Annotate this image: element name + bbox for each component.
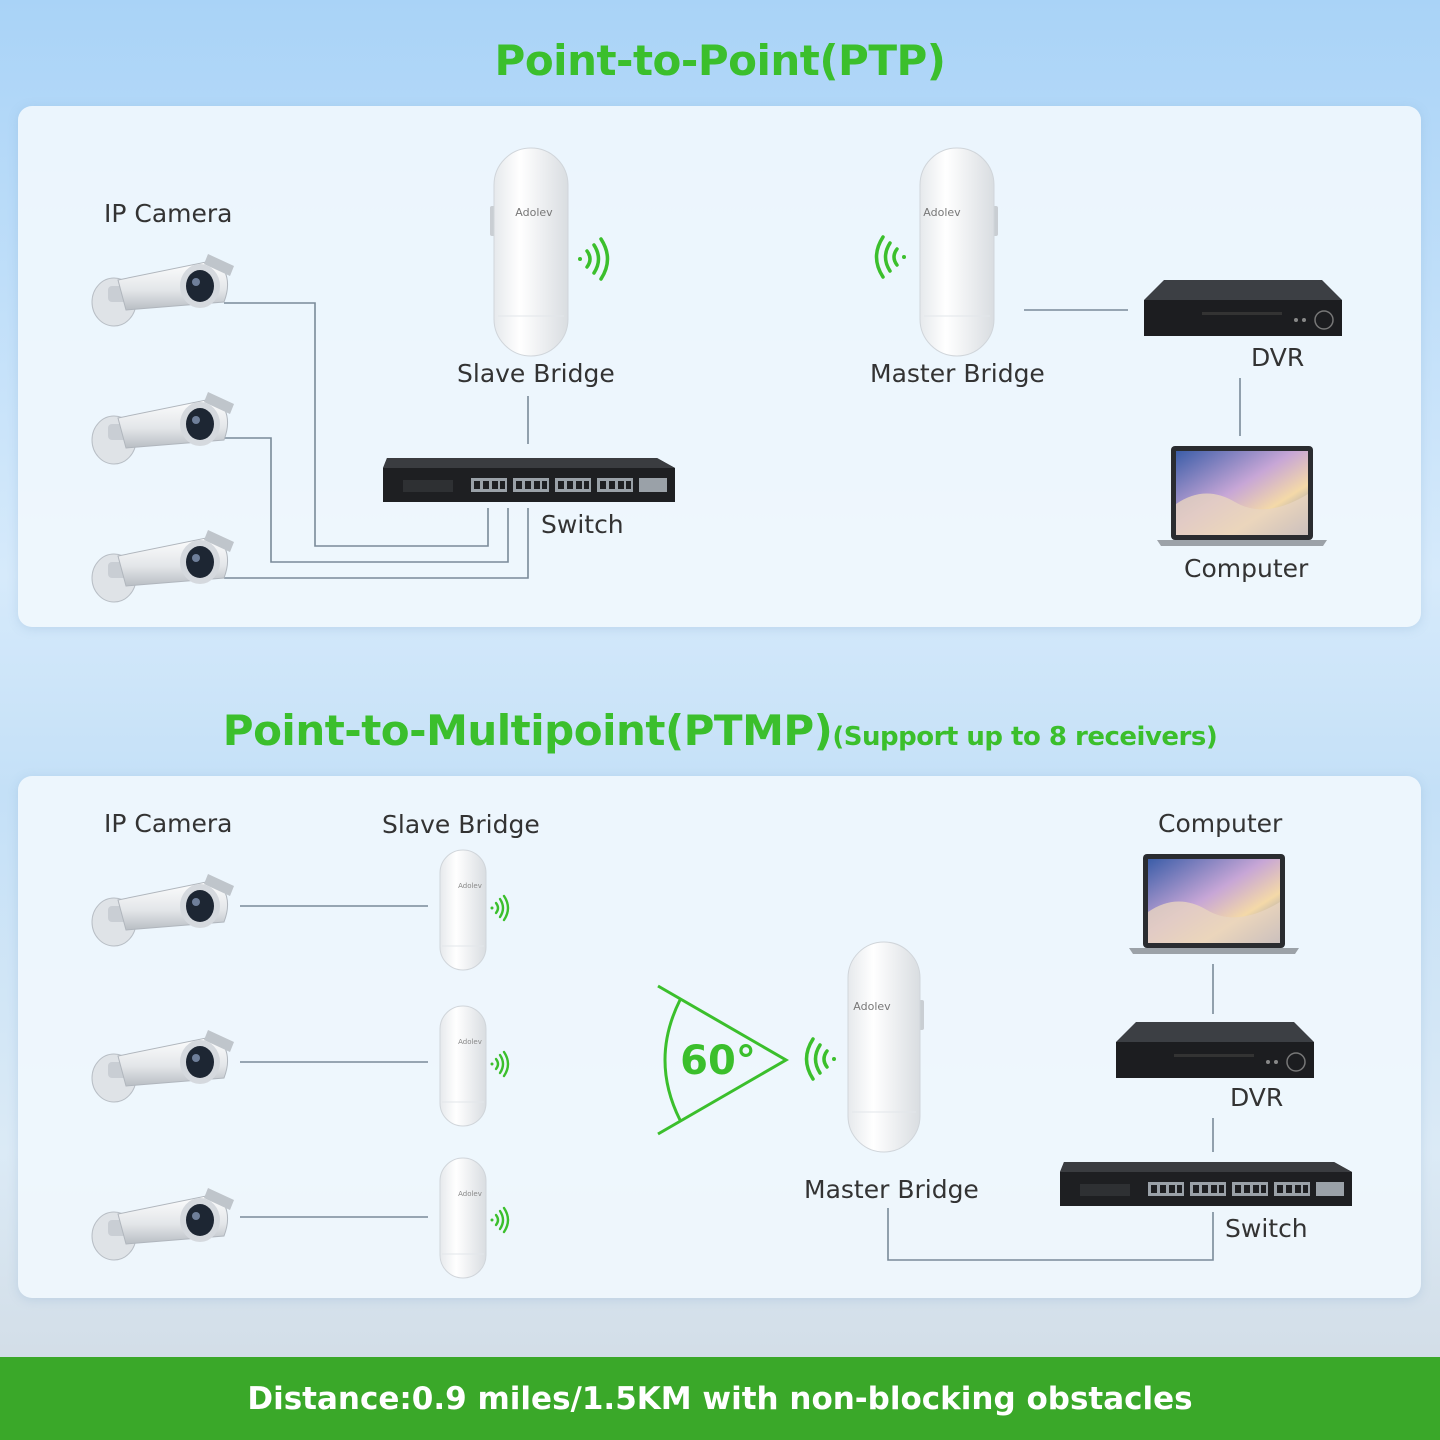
dvr-device — [1116, 1022, 1314, 1078]
brand-logo: Adolev — [458, 1038, 482, 1046]
beam-angle-icon: 60° — [657, 984, 789, 1136]
ptmp-camera-label: IP Camera — [104, 809, 233, 838]
ptmp-switch-label: Switch — [1225, 1214, 1308, 1243]
wifi-signal-icon — [874, 235, 906, 279]
wifi-signal-icon — [804, 1037, 836, 1081]
master-bridge-device: Adolev — [919, 147, 998, 357]
brand-logo: Adolev — [458, 882, 482, 890]
brand-logo: Adolev — [458, 1190, 482, 1198]
wifi-signal-icon — [490, 1206, 510, 1234]
dvr-device — [1144, 280, 1342, 336]
wifi-signal-icon — [490, 894, 510, 922]
brand-logo: Adolev — [853, 1000, 891, 1013]
slave-bridge-device: Adolev — [439, 1005, 487, 1127]
ip-camera-icon — [91, 1188, 234, 1261]
slave-bridge-device: Adolev — [439, 1157, 487, 1279]
ip-camera-icon — [91, 254, 234, 327]
ptp-master-label: Master Bridge — [870, 359, 1045, 388]
ptmp-title-row: Point-to-Multipoint(PTMP)(Support up to … — [0, 706, 1440, 755]
laptop-computer-icon — [1129, 854, 1299, 954]
ptp-title: Point-to-Point(PTP) — [494, 36, 946, 85]
ip-camera-icon — [91, 530, 234, 603]
slave-bridge-device: Adolev — [439, 849, 487, 971]
ptmp-subtitle: (Support up to 8 receivers) — [832, 722, 1218, 752]
ip-camera-icon — [91, 392, 234, 465]
wifi-signal-icon — [490, 1050, 510, 1078]
beam-angle-value: 60° — [680, 1038, 756, 1084]
ptp-camera-label: IP Camera — [104, 199, 233, 228]
ptmp-master-label: Master Bridge — [804, 1175, 979, 1204]
ptp-switch-label: Switch — [541, 510, 624, 539]
ptmp-title: Point-to-Multipoint(PTMP) — [222, 706, 833, 755]
ptp-dvr-label: DVR — [1251, 343, 1305, 372]
brand-logo: Adolev — [923, 206, 961, 219]
distance-banner: Distance:0.9 miles/1.5KM with non-blocki… — [0, 1357, 1440, 1440]
ip-camera-icon — [91, 1030, 234, 1103]
wifi-signal-icon — [578, 237, 610, 281]
distance-text: Distance:0.9 miles/1.5KM with non-blocki… — [247, 1380, 1193, 1417]
slave-bridge-device: Adolev — [490, 147, 569, 357]
laptop-computer-icon — [1157, 446, 1327, 546]
network-switch-device — [1060, 1162, 1352, 1206]
ptmp-computer-label: Computer — [1158, 809, 1283, 838]
ip-camera-icon — [91, 874, 234, 947]
brand-logo: Adolev — [515, 206, 553, 219]
ptmp-slave-label: Slave Bridge — [382, 810, 540, 839]
master-bridge-device: Adolev — [847, 941, 924, 1153]
ptmp-dvr-label: DVR — [1230, 1083, 1284, 1112]
ptp-computer-label: Computer — [1184, 554, 1309, 583]
network-switch-device — [383, 458, 675, 502]
ptp-slave-label: Slave Bridge — [457, 359, 615, 388]
